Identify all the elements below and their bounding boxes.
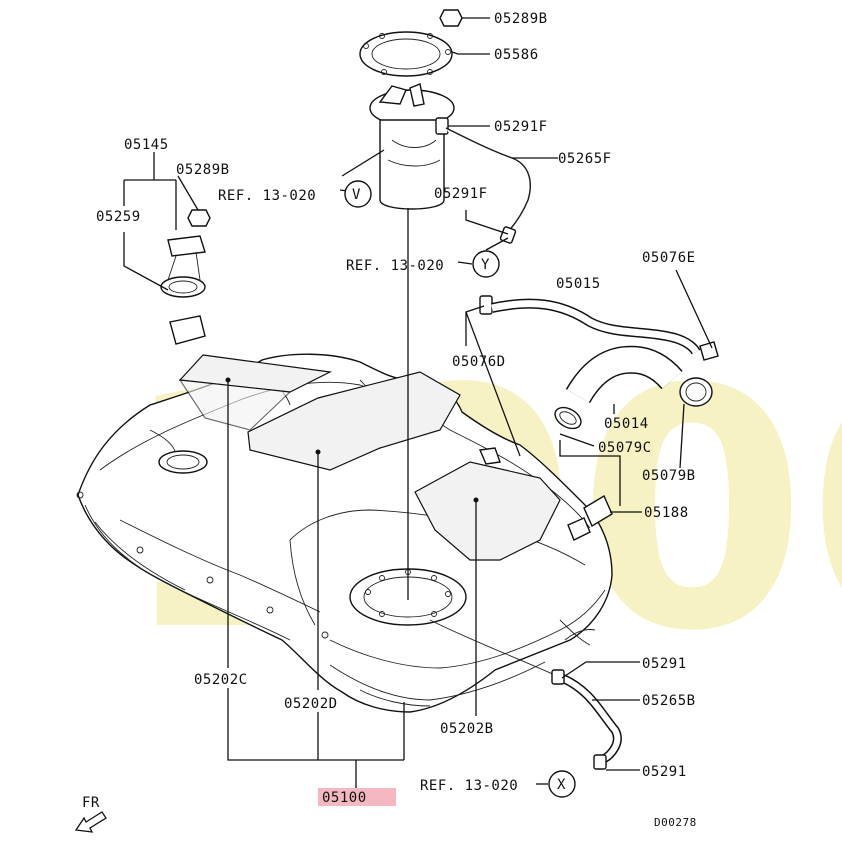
filler-hoses [479,295,719,770]
label-ref-y: REF. 13-020 [346,258,444,274]
label-05265b: 05265B [642,693,696,709]
label-05289b-left: 05289B [176,162,230,178]
label-05289b-top: 05289B [494,11,548,27]
label-05100: 05100 [322,790,367,806]
label-05291f-a: 05291F [494,119,548,135]
fuel-level-sender [160,209,211,345]
label-fr: FR [82,795,100,811]
label-05202d: 05202D [284,696,338,712]
label-05015: 05015 [556,276,601,292]
callout-labels: 05289B 05586 05291F 05265F 05145 05289B … [82,11,697,829]
label-05076d: 05076D [452,354,506,370]
label-ref-x: REF. 13-020 [420,778,518,794]
label-05291-b: 05291 [642,764,687,780]
label-05188: 05188 [644,505,689,521]
label-circle-y: Y [481,257,490,273]
label-05291f-b: 05291F [434,186,488,202]
nut-icon [439,9,463,27]
label-05202c: 05202C [194,672,248,688]
ref-circle-y [472,250,500,278]
label-05291-a: 05291 [642,656,687,672]
label-circle-x: X [557,777,566,793]
label-05202b: 05202B [440,721,494,737]
leader-lines [123,17,713,790]
diagram-code: D00278 [654,816,697,829]
front-arrow-icon [74,811,107,833]
highlight-05100 [318,788,396,806]
label-05259: 05259 [96,209,141,225]
label-05014: 05014 [604,416,649,432]
label-05076e: 05076E [642,250,696,266]
label-05079c: 05079C [598,440,652,456]
ref-circle-x [548,770,576,798]
fuel-pump-assembly [359,9,531,244]
label-05145: 05145 [124,137,169,153]
label-05586: 05586 [494,47,539,63]
label-ref-v: REF. 13-020 [218,188,316,204]
label-circle-v: V [352,187,361,203]
label-05079b: 05079B [642,468,696,484]
ref-circle-v [344,180,372,208]
label-05265f: 05265F [558,151,612,167]
